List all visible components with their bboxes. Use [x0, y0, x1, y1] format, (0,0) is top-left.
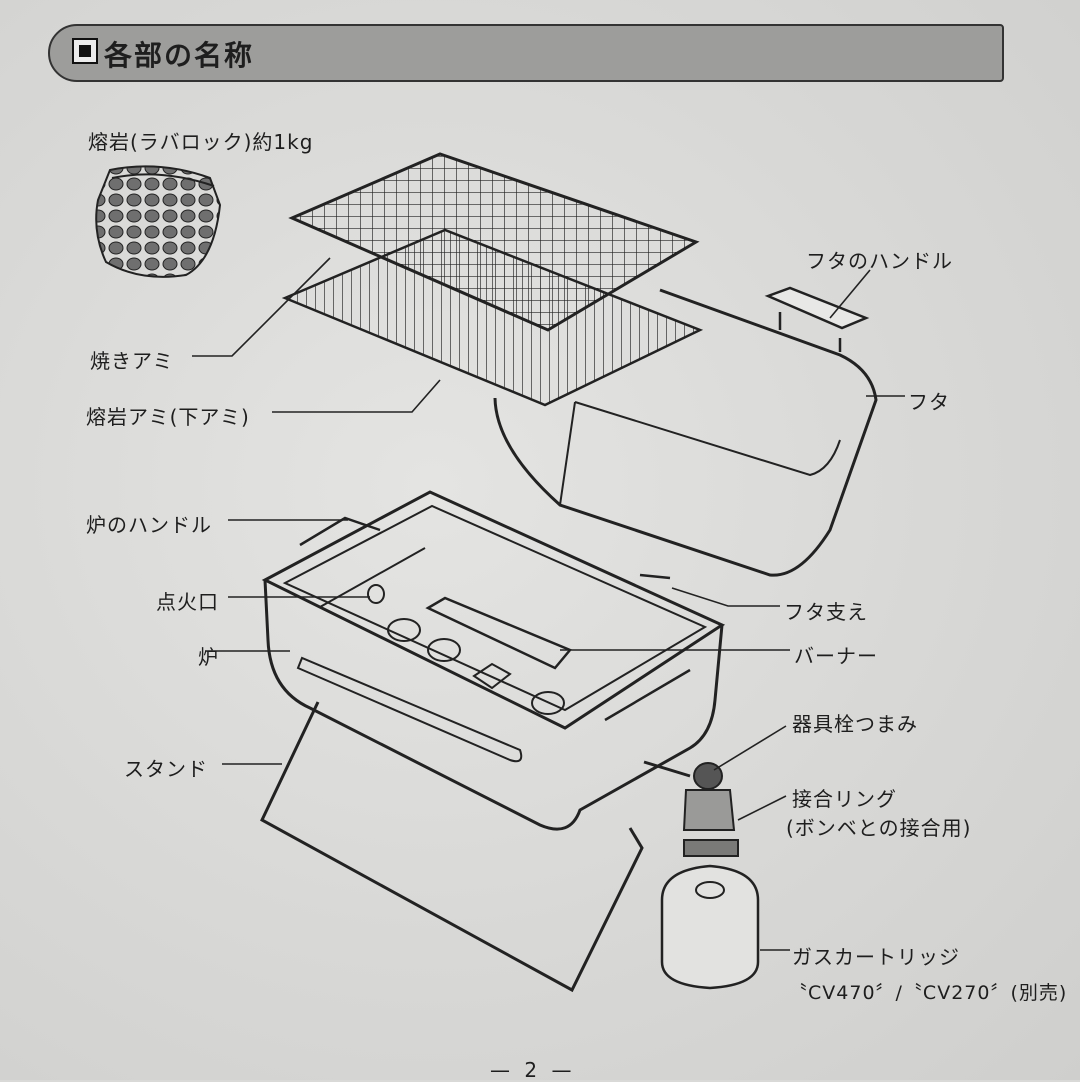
section-title: 各部の名称 — [104, 39, 255, 72]
label-lava-rock: 熔岩(ラバロック)約1kg — [88, 130, 314, 154]
label-stove: 炉 — [198, 645, 219, 669]
label-gas-cartridge: ガスカートリッジ — [792, 945, 960, 969]
label-valve-knob: 器具栓つまみ — [792, 712, 918, 736]
label-lid-handle: フタのハンドル — [806, 249, 953, 273]
label-joint-ring: 接合リング — [792, 787, 897, 811]
gas-cartridge — [660, 864, 760, 990]
lid-handle — [764, 286, 870, 352]
leader-lines — [192, 257, 905, 951]
label-lava-net: 熔岩アミ(下アミ) — [86, 405, 250, 429]
stove-body — [261, 490, 726, 831]
stand — [260, 701, 644, 993]
label-grill-net: 焼きアミ — [90, 349, 174, 373]
section-header-bar — [48, 24, 1004, 82]
label-stand: スタンド — [124, 757, 208, 781]
label-joint-ring-note: (ボンベとの接合用) — [786, 816, 972, 840]
lid — [493, 288, 878, 577]
header-square-bullet-icon — [72, 38, 98, 64]
label-stove-handle: 炉のハンドル — [86, 513, 212, 537]
label-burner: バーナー — [794, 644, 878, 668]
label-ignition-port: 点火口 — [156, 590, 219, 614]
label-lid-support: フタ支え — [784, 600, 868, 624]
lava-net — [281, 228, 704, 407]
label-lid: フタ — [908, 390, 950, 414]
lava-rock-bag — [95, 165, 222, 278]
page-number: — 2 — — [490, 1058, 576, 1082]
valve-assembly — [643, 760, 739, 857]
label-cartridge-models: 〝CV470〞/〝CV270〞(別売) — [788, 982, 1068, 1004]
